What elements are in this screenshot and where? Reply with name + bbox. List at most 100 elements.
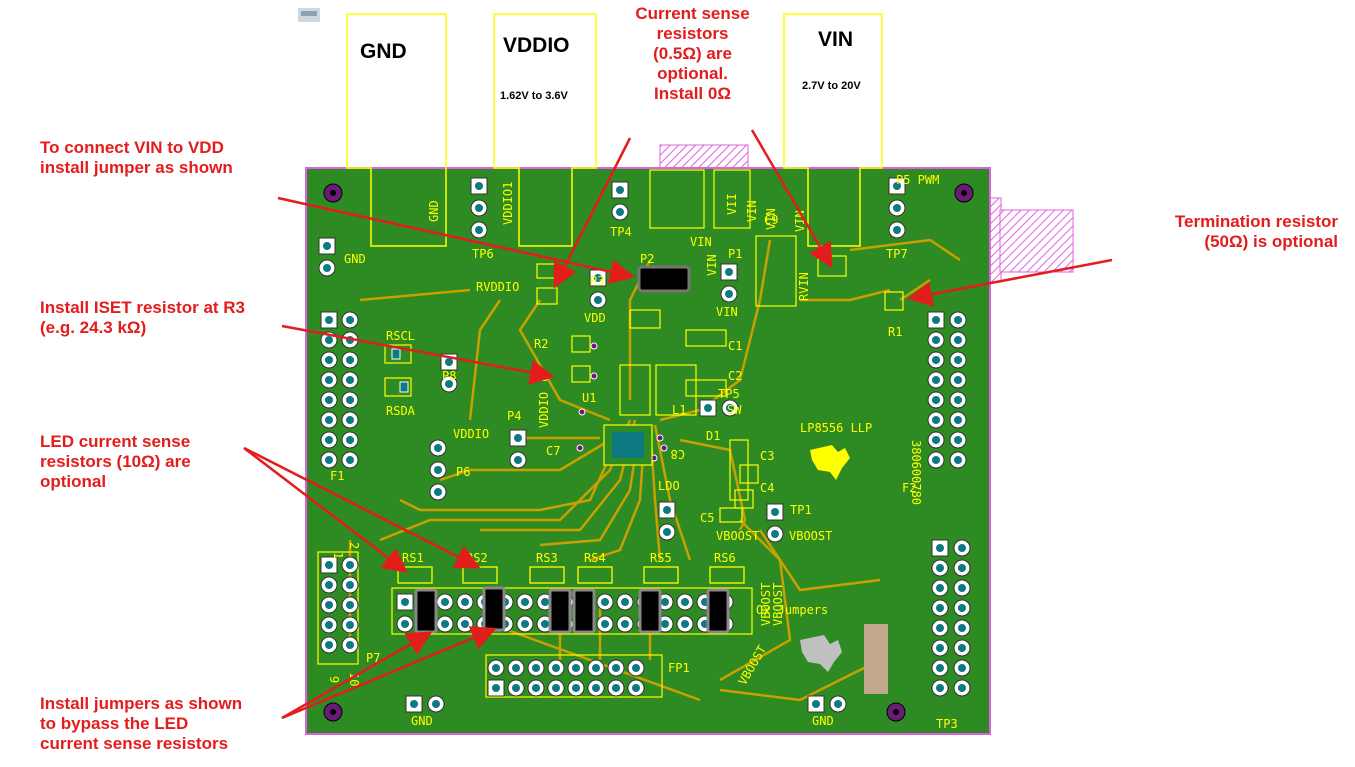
pad (429, 439, 447, 457)
silk-vddio-p6: VDDIO (453, 427, 489, 441)
pad (341, 371, 359, 389)
silk-r1: R1 (888, 325, 902, 339)
silk-fp1: FP1 (668, 661, 690, 675)
pad (931, 679, 949, 697)
annotation-iset: Install ISET resistor at R3 (e.g. 24.3 k… (40, 298, 246, 337)
ti-logo-small (800, 635, 842, 672)
silk-f2: F2 (902, 481, 916, 495)
pad (487, 659, 505, 677)
pad (470, 221, 488, 239)
u1-chip (603, 424, 653, 466)
pad (953, 539, 971, 557)
silk-c8: C8 (671, 447, 685, 461)
silk-vin-top: VIN (745, 200, 759, 222)
pad (396, 593, 414, 611)
via (590, 372, 598, 380)
iset-resistor-pads (391, 348, 409, 393)
pad (949, 331, 967, 349)
silk-c5: C5 (700, 511, 714, 525)
pad (953, 619, 971, 637)
pad (720, 285, 738, 303)
pad (320, 431, 338, 449)
pad (931, 599, 949, 617)
pad (953, 679, 971, 697)
vddio-connector-outline (493, 13, 597, 247)
silk-p7-1: 1 (331, 552, 345, 559)
pad (596, 615, 614, 633)
silk-u1: U1 (582, 391, 596, 405)
silk-gnd-br: GND (812, 714, 834, 728)
pad (341, 451, 359, 469)
pad (607, 679, 625, 697)
pad (931, 579, 949, 597)
pad (953, 599, 971, 617)
pad (616, 593, 634, 611)
pad (658, 523, 676, 541)
pad (766, 503, 784, 521)
pad (320, 616, 338, 634)
silk-vin-c9: VIN (793, 210, 807, 232)
pad (766, 525, 784, 543)
pad (320, 451, 338, 469)
pad (320, 596, 338, 614)
pad (405, 695, 423, 713)
silk-vboost2: VBOOST (716, 529, 759, 543)
pad (931, 559, 949, 577)
pad (341, 636, 359, 654)
silk-rscl: RSCL (386, 329, 415, 343)
silk-rs6: RS6 (714, 551, 736, 565)
pad (320, 311, 338, 329)
pad (429, 461, 447, 479)
pad (949, 451, 967, 469)
pad (436, 593, 454, 611)
silk-vin-mid: VIN (705, 254, 719, 276)
pad (596, 593, 614, 611)
pad (927, 451, 945, 469)
pad (440, 375, 458, 393)
pad (509, 429, 527, 447)
pad (616, 615, 634, 633)
pad (953, 579, 971, 597)
pad (658, 501, 676, 519)
annotation-vin-vdd: To connect VIN to VDD install jumper as … (40, 138, 233, 177)
silk-vboost: VBOOST (789, 529, 832, 543)
silk-tp6: TP6 (472, 247, 494, 261)
pad (341, 576, 359, 594)
silk-tp7: TP7 (886, 247, 908, 261)
pad (949, 411, 967, 429)
pad (611, 203, 629, 221)
silk-sw: SW (727, 403, 742, 417)
pad (627, 679, 645, 697)
silk-c1: C1 (728, 339, 742, 353)
pad (949, 371, 967, 389)
annotation-arrows (243, 129, 1113, 720)
silk-tp3: TP3 (936, 717, 958, 731)
pad (527, 679, 545, 697)
silk-p8: P8 (442, 369, 456, 383)
silk-p2: P2 (640, 252, 654, 266)
vddio-pin-label: VDDIO1 (501, 182, 515, 225)
pad (320, 411, 338, 429)
silk-rs5: RS5 (650, 551, 672, 565)
pad (927, 351, 945, 369)
silk-r3: R3 (534, 370, 548, 384)
silk-vb2: VBOOST (771, 583, 785, 626)
pad (318, 259, 336, 277)
vin-title: VIN (818, 28, 853, 51)
pad (721, 399, 739, 417)
pad (396, 615, 414, 633)
pad (527, 659, 545, 677)
mounting-holes (323, 183, 974, 722)
silk-p3: P3 (590, 274, 604, 288)
silk-d1: D1 (706, 429, 720, 443)
pad (507, 679, 525, 697)
pad (587, 659, 605, 677)
pad (341, 411, 359, 429)
pad (931, 619, 949, 637)
via (578, 408, 586, 416)
pad (953, 639, 971, 657)
silk-gnd-pad: GND (344, 252, 366, 266)
pad (507, 659, 525, 677)
via (590, 342, 598, 350)
pad (927, 311, 945, 329)
